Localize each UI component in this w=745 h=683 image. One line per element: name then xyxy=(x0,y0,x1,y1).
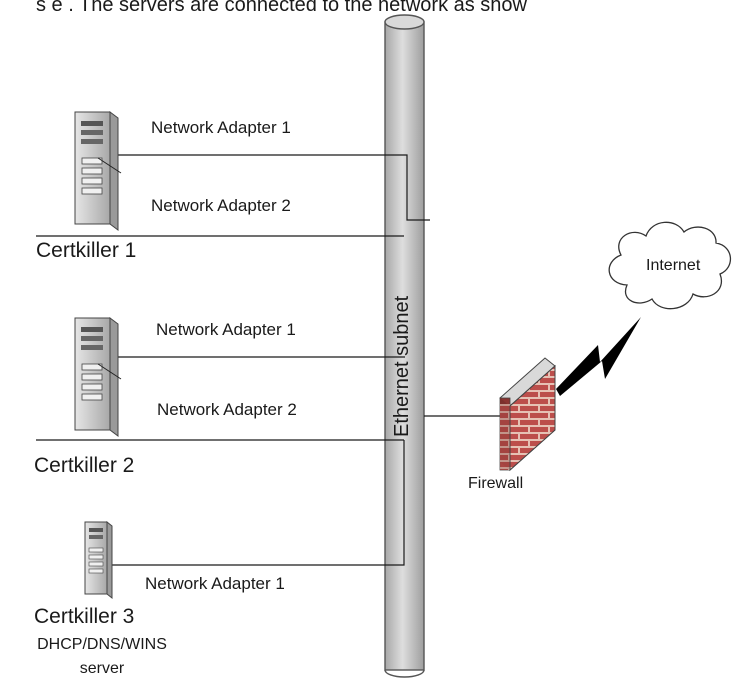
ck1-adapter1-label: Network Adapter 1 xyxy=(151,118,291,137)
server-tower-3-icon xyxy=(84,520,113,600)
ck3-adapter1-label: Network Adapter 1 xyxy=(145,574,285,593)
ck3-adapter1-link xyxy=(102,440,405,566)
lightning-icon xyxy=(556,317,641,396)
internet-label: Internet xyxy=(646,257,701,274)
ck2-adapter1-label: Network Adapter 1 xyxy=(156,320,296,339)
ck1-adapter1-link xyxy=(100,154,430,221)
backbone-label: Ethernet subnet xyxy=(391,295,413,437)
internet-cloud-icon xyxy=(608,221,732,310)
ck3-name: Certkiller 3 xyxy=(34,605,135,628)
ck3-role-line1: DHCP/DNS/WINS xyxy=(37,636,167,653)
ck1-adapter2-label: Network Adapter 2 xyxy=(151,196,291,215)
ck3-role-line2: server xyxy=(79,660,125,677)
firewall-label: Firewall xyxy=(468,475,524,492)
server-tower-1-icon xyxy=(74,111,122,231)
ck2-adapter2-label: Network Adapter 2 xyxy=(157,400,297,419)
ck2-name: Certkiller 2 xyxy=(34,454,135,477)
caption-fragment: s e . The servers are connected to the n… xyxy=(36,0,527,16)
ck1-name: Certkiller 1 xyxy=(36,239,137,262)
server-tower-2-icon xyxy=(74,317,122,437)
connections xyxy=(36,154,500,566)
firewall-icon xyxy=(499,357,556,472)
